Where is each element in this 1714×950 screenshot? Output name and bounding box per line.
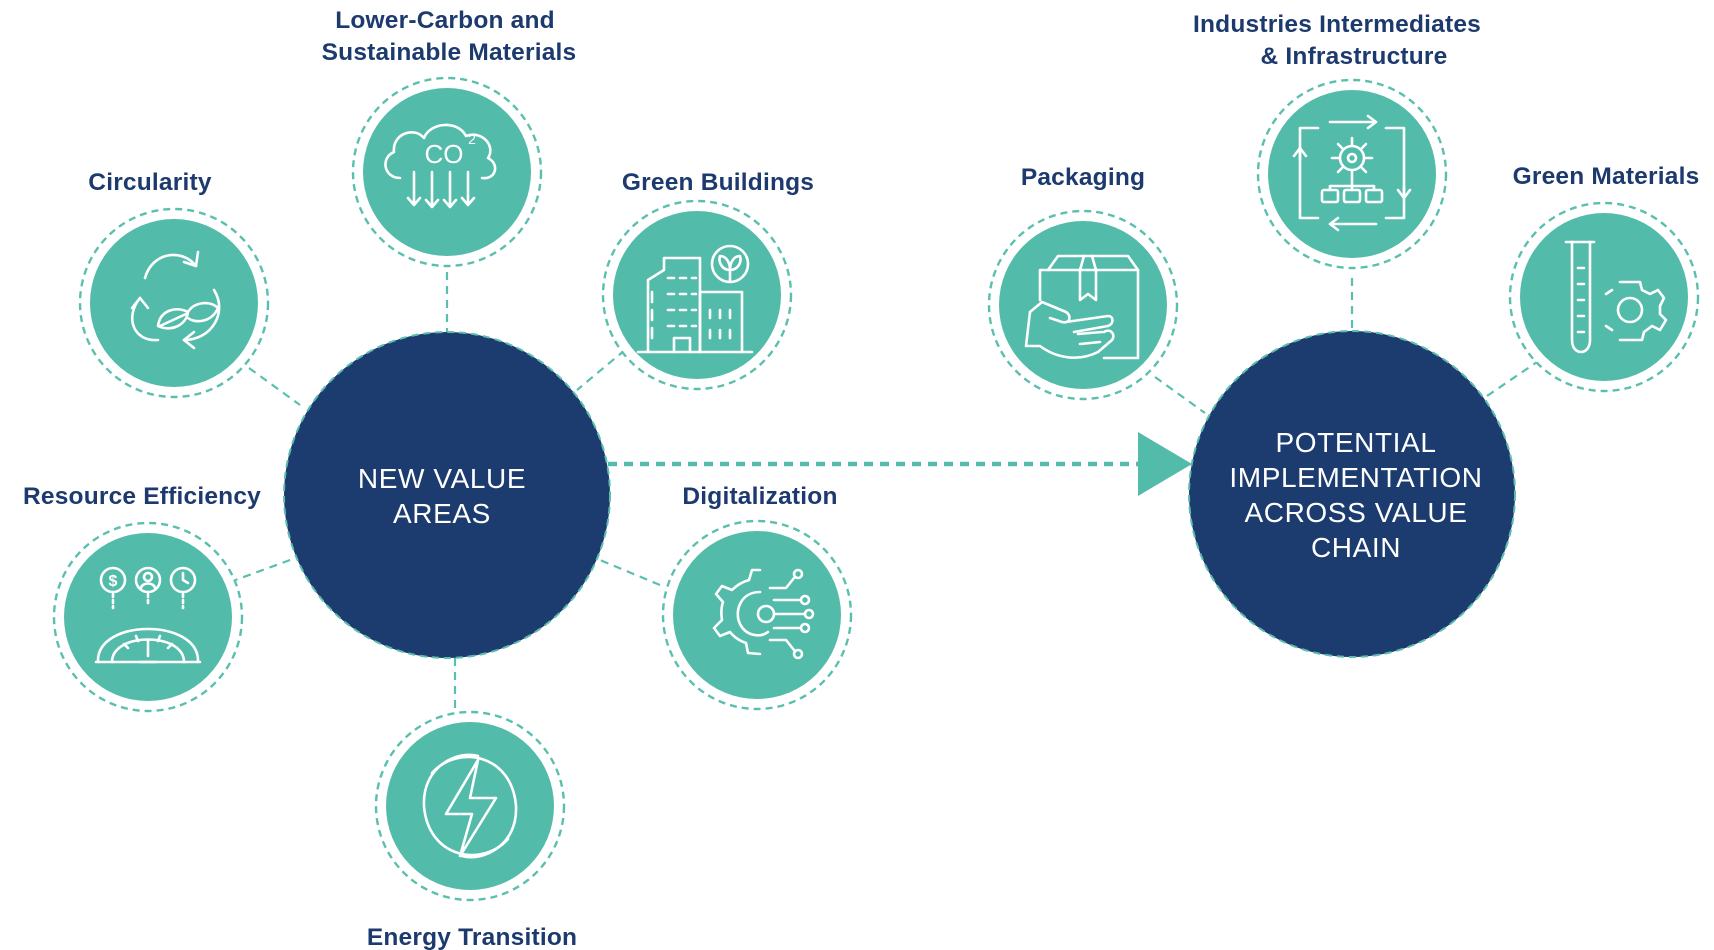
node-industries: Industries Intermediates & Infrastructur… bbox=[1193, 11, 1481, 270]
lightning-icon bbox=[422, 753, 518, 859]
connectors bbox=[229, 272, 1541, 712]
label-circularity: Circularity bbox=[88, 169, 212, 196]
co2-text: CO bbox=[425, 139, 464, 169]
label-industries-1: Industries Intermediates bbox=[1193, 11, 1481, 38]
test-tube-gear-icon bbox=[1564, 240, 1668, 354]
label-green-materials: Green Materials bbox=[1513, 163, 1700, 190]
co2-superscript: 2 bbox=[468, 131, 476, 147]
arrow-head bbox=[1138, 432, 1192, 496]
hub-new-value-line-1: NEW VALUE bbox=[358, 463, 526, 494]
node-green-materials: Green Materials bbox=[1508, 163, 1700, 393]
hub-potential-line-4: CHAIN bbox=[1311, 532, 1401, 563]
hub-potential-implementation: POTENTIAL IMPLEMENTATION ACROSS VALUE CH… bbox=[1188, 330, 1516, 658]
label-energy-transition: Energy Transition bbox=[367, 924, 577, 950]
node-green-buildings: Green Buildings bbox=[601, 169, 814, 391]
node-circularity: Circularity bbox=[78, 169, 270, 399]
gauge-icon: $ bbox=[94, 566, 202, 664]
digital-gear-icon bbox=[712, 568, 815, 660]
hub-new-value-line-2: AREAS bbox=[393, 498, 491, 529]
recycle-leaf-icon bbox=[130, 250, 221, 350]
hub-new-value-areas: NEW VALUE AREAS bbox=[283, 331, 611, 659]
hub-potential-line-1: POTENTIAL bbox=[1276, 427, 1437, 458]
green-building-icon bbox=[636, 244, 754, 354]
label-lower-carbon-2: Sustainable Materials bbox=[322, 39, 577, 66]
label-green-buildings: Green Buildings bbox=[622, 169, 814, 196]
label-digitalization: Digitalization bbox=[682, 483, 837, 510]
package-hand-icon bbox=[1024, 254, 1140, 360]
node-packaging: Packaging bbox=[987, 164, 1179, 401]
label-industries-2: & Infrastructure bbox=[1261, 43, 1448, 70]
label-packaging: Packaging bbox=[1021, 164, 1145, 191]
label-lower-carbon-1: Lower-Carbon and bbox=[335, 7, 555, 34]
node-lower-carbon: Lower-Carbon and Sustainable Materials C… bbox=[322, 7, 577, 268]
node-digitalization: Digitalization bbox=[661, 483, 853, 711]
node-energy-transition: Energy Transition bbox=[367, 710, 577, 950]
process-gear-icon bbox=[1292, 114, 1412, 232]
hub-potential-line-3: ACROSS VALUE bbox=[1245, 497, 1468, 528]
hub-potential-line-2: IMPLEMENTATION bbox=[1229, 462, 1482, 493]
dollar-glyph: $ bbox=[109, 573, 118, 590]
co2-cloud-icon: CO 2 bbox=[384, 123, 497, 209]
label-resource-efficiency: Resource Efficiency bbox=[23, 483, 261, 510]
node-resource-efficiency: Resource Efficiency $ bbox=[23, 483, 261, 713]
